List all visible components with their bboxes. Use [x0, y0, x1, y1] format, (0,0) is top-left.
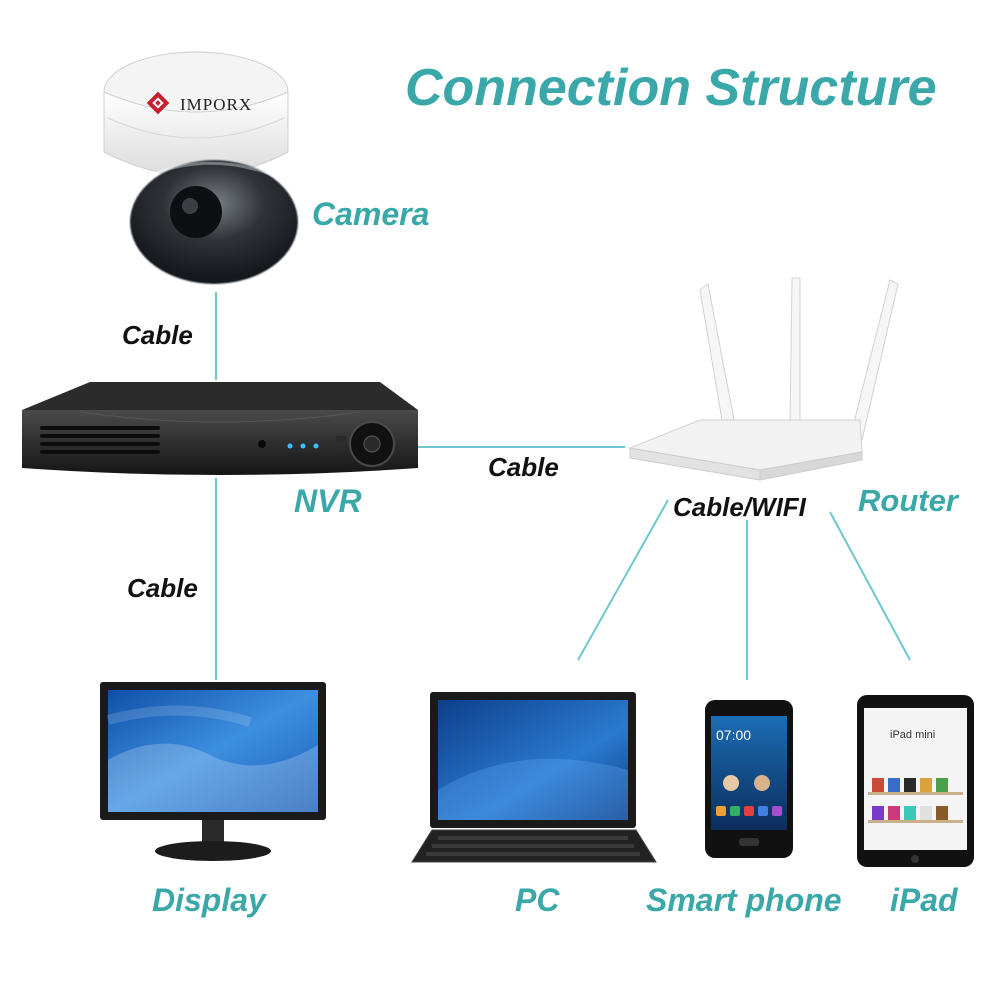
- label-router: Router: [858, 483, 958, 518]
- nvr-image: [22, 382, 418, 475]
- label-display: Display: [152, 882, 266, 918]
- label-cable-nvr-router: Cable: [488, 452, 559, 482]
- camera-brand-text: IMPORX: [180, 95, 252, 114]
- label-camera: Camera: [312, 196, 430, 232]
- camera-image: [103, 51, 299, 285]
- nvr-vent-grille: [40, 426, 160, 454]
- ipad-bookshelf: [868, 778, 963, 823]
- pc-image: [411, 692, 657, 863]
- label-cable-camera-nvr: Cable: [122, 320, 193, 350]
- connection-lines: [215, 292, 911, 680]
- phone-app-icons: [716, 806, 782, 816]
- label-pc: PC: [515, 882, 560, 918]
- ipad-title-text: iPad mini: [890, 729, 935, 741]
- keyboard-keys: [426, 836, 640, 856]
- label-cable-nvr-display: Cable: [127, 573, 198, 603]
- smartphone-image: [705, 700, 793, 858]
- imporx-logo-icon: [146, 91, 170, 115]
- router-image: [628, 277, 899, 481]
- ipad-image: [857, 695, 974, 867]
- line-router-pc: [577, 499, 669, 661]
- label-smartphone: Smart phone: [646, 882, 842, 918]
- label-ipad: iPad: [890, 882, 958, 918]
- line-router-ipad: [829, 511, 911, 661]
- label-nvr: NVR: [294, 483, 362, 519]
- phone-clock-text: 07:00: [716, 727, 751, 743]
- display-image: [100, 682, 326, 861]
- label-cable-wifi: Cable/WIFI: [673, 492, 806, 522]
- diagram-title: Connection Structure: [405, 59, 937, 117]
